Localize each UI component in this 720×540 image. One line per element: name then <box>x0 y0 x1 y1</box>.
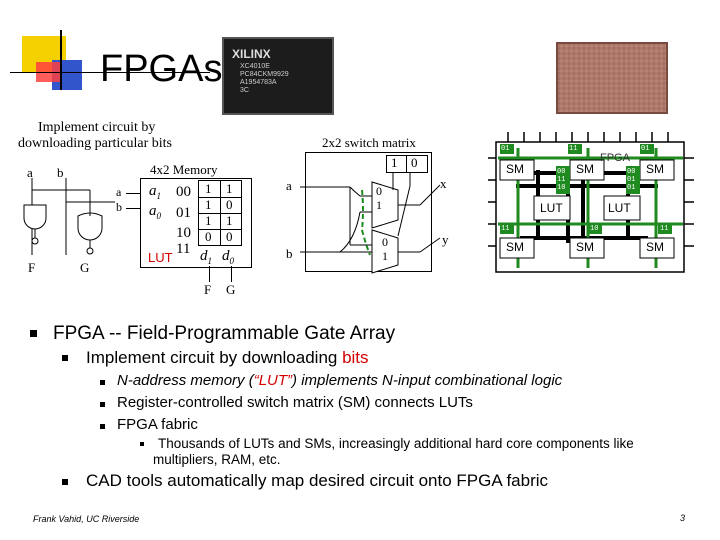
memory-title: 4x2 Memory <box>150 162 218 177</box>
memory-d1-r1: 1 <box>205 197 212 212</box>
memory-d1-r3: 0 <box>205 229 212 244</box>
slide-title: FPGAs <box>100 48 223 90</box>
fabric-bits-01a: 01 <box>501 145 510 153</box>
mux-top-1: 1 <box>376 198 382 212</box>
chip-part-3: A1954783A <box>240 79 277 86</box>
memory-addr-00: 00 <box>176 184 191 200</box>
bullet-l4-marker <box>140 442 144 446</box>
memory-a1: a1 <box>149 183 161 201</box>
chip-part-2: PC84CKM9929 <box>240 71 289 78</box>
fpga-fabric <box>488 132 694 273</box>
memory-in-a: a <box>116 185 122 199</box>
fabric-sm-2: SM <box>576 162 594 176</box>
memory-d0: d0 <box>222 248 234 266</box>
switch-in-b: b <box>286 246 293 261</box>
memory-d0-r2: 1 <box>226 213 233 228</box>
fabric-sm-3: SM <box>646 162 664 176</box>
lut2-bits-2: 01 <box>627 184 636 192</box>
lut1-bits-0: 00 <box>557 168 566 176</box>
logic-gate-circuit <box>23 178 115 255</box>
gate-input-b: b <box>57 165 64 180</box>
memory-out-f: F <box>204 282 212 297</box>
switch-out-y: y <box>442 232 449 247</box>
bullet-fpga-fabric: FPGA fabric <box>117 416 198 433</box>
xilinx-chip-photo: XILINX XC4010E PC84CKM9929 A1954783A 3C <box>222 37 334 115</box>
lut2-bits-0: 00 <box>627 168 636 176</box>
bullet-l3c-marker <box>100 424 105 429</box>
memory-d1: d1 <box>200 248 212 266</box>
gate-input-a: a <box>27 165 33 180</box>
switch-matrix-box <box>305 152 432 272</box>
memory-lut-label: LUT <box>148 250 173 265</box>
fabric-sm-4: SM <box>506 240 524 254</box>
fabric-lut-2: LUT <box>608 201 631 215</box>
fabric-sm-6: SM <box>646 240 664 254</box>
memory-out-g: G <box>226 282 236 297</box>
lut2-bits-1: 01 <box>627 176 636 184</box>
bullet-implement-bits: Implement circuit by downloading bits <box>86 348 369 367</box>
fabric-bits-01b: 01 <box>641 145 650 153</box>
bullet-l3b-marker <box>100 402 105 407</box>
config-bit-1: 1 <box>391 155 398 170</box>
gate-output-f: F <box>28 260 36 275</box>
deco-vertical-line <box>60 30 62 90</box>
switch-matrix-wiring <box>300 172 441 274</box>
page-number: 3 <box>680 513 686 523</box>
bullet-thousands-luts-2: multipliers, RAM, etc. <box>153 452 281 467</box>
footer-author: Frank Vahid, UC Riverside <box>33 514 140 524</box>
memory-in-b: b <box>116 200 122 214</box>
chip-brand: XILINX <box>232 47 271 61</box>
bullet-fpga-definition: FPGA -- Field-Programmable Gate Array <box>53 323 396 344</box>
switch-in-a: a <box>286 178 292 193</box>
memory-d1-r0: 1 <box>205 181 212 196</box>
memory-out-g-wire <box>231 266 232 282</box>
switch-matrix-title: 2x2 switch matrix <box>322 135 416 150</box>
lut1-bits-2: 10 <box>557 184 566 192</box>
caption-line-2: downloading particular bits <box>18 136 172 151</box>
lut1-bits-1: 11 <box>557 176 566 184</box>
fabric-bits-11b: 11 <box>501 225 510 233</box>
memory-addr-10: 10 <box>176 225 191 241</box>
bullet-switch-matrix: Register-controlled switch matrix (SM) c… <box>117 394 473 411</box>
mux-bot-0: 0 <box>382 235 388 249</box>
config-bit-register <box>386 155 428 173</box>
memory-in-b-wire <box>126 208 140 209</box>
fpga-die-photo <box>556 42 668 114</box>
memory-a0: a0 <box>149 203 161 221</box>
bullet-l3a-marker <box>100 380 105 385</box>
fabric-bits-10: 10 <box>590 225 599 233</box>
fabric-sm-5: SM <box>576 240 594 254</box>
bullet-l1-marker <box>30 330 37 337</box>
deco-horizontal-line <box>10 72 210 73</box>
gate-output-g: G <box>80 260 90 275</box>
chip-part-1: XC4010E <box>240 63 270 70</box>
memory-d0-r0: 1 <box>226 181 233 196</box>
config-bit-0: 0 <box>411 155 418 170</box>
bullet-l5-marker <box>62 479 68 485</box>
memory-in-a-wire <box>126 193 140 194</box>
bullet-l2-marker <box>62 355 68 361</box>
memory-addr-11: 11 <box>176 241 191 257</box>
mux-top-0: 0 <box>376 184 382 198</box>
switch-out-x: x <box>440 176 447 191</box>
chip-part-4: 3C <box>240 87 249 94</box>
caption-line-1: Implement circuit by <box>38 120 156 135</box>
memory-d0-r1: 0 <box>226 197 233 212</box>
fabric-sm-1: SM <box>506 162 524 176</box>
memory-box <box>140 178 252 268</box>
mux-bot-1: 1 <box>382 249 388 263</box>
memory-cell-grid <box>198 180 242 246</box>
config-bit-divider <box>406 155 407 173</box>
memory-d1-r2: 1 <box>205 213 212 228</box>
fabric-lut-1: LUT <box>540 201 563 215</box>
memory-addr-01: 01 <box>176 205 191 221</box>
memory-out-f-wire <box>209 266 210 282</box>
fabric-bits-11a: 11 <box>569 145 578 153</box>
fabric-bits-11c: 11 <box>660 225 669 233</box>
bullet-lut-memory: N-address memory (“LUT”) implements N-in… <box>117 372 563 389</box>
fabric-fpga-label: FPGA <box>600 152 630 164</box>
memory-d0-r3: 0 <box>226 229 233 244</box>
bullet-thousands-luts-1: Thousands of LUTs and SMs, increasingly … <box>158 436 634 451</box>
bullet-cad-tools: CAD tools automatically map desired circ… <box>86 471 549 490</box>
